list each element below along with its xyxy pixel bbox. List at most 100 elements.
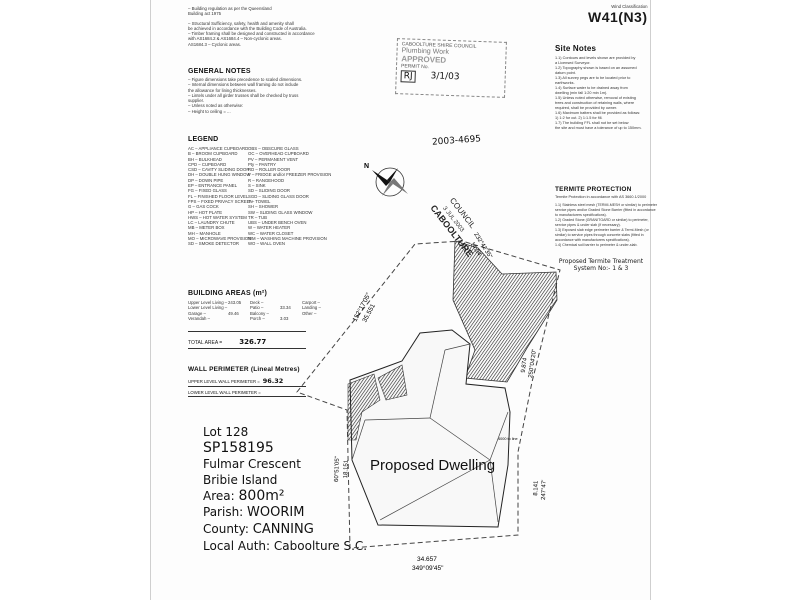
roof-ridge [444,343,471,351]
building-regulation-notes: – Building regulation as per the Queensl… [188,6,315,47]
legend-item: MH – MANHOLE [188,230,221,236]
site-note-line: dwelling (min fall 1:20 min 1m). [555,91,608,95]
area-cell: 3.03 [280,315,289,321]
termite-note-line: 1.2) Graded Stone (GRANITGARD or similar… [555,218,649,223]
total-area-value: 326.77 [239,338,267,347]
bottom-dimension-bearing: 349°09'45" [412,564,444,572]
compass-needle [390,178,408,194]
site-notes-heading: Site Notes [555,44,597,53]
note-line: – Internal dimensions between wall frami… [188,82,299,88]
porch-area [377,364,408,401]
wind-classification: Wind Classification W41(N3) [588,4,648,25]
termite-note-line: service pipes & under slab (if necessary… [555,223,621,228]
termite-heading: TERMITE PROTECTION [555,186,632,193]
dimension-bearing: 60°51'05" [334,456,341,482]
termite-treatment: Proposed Termite Treatment System No:- 1… [555,258,647,272]
parish-label: Parish: [203,505,244,519]
site-note-line: datum point. [555,71,576,75]
legend-item: HP – HOT PLATE [188,209,223,215]
dimension-length: 9.874 [521,357,529,373]
compass-north-label: N [364,163,369,170]
local-auth-label: Local Auth: [203,539,271,553]
parish-value: WOORIM [247,505,305,520]
legend-item: W – WATER HEATER [248,225,291,231]
legend-item: T – TOWEL [248,198,271,204]
roof-ridge [489,459,499,523]
legend-item: HWS – HOT WATER SYSTEM [188,214,247,220]
lower-right-dimension: 247°47' 8.141 [533,480,548,500]
roof-ridge [351,419,366,461]
compass-ring [375,167,405,197]
roof-ridge [429,349,446,419]
area-cell: Deck – [250,300,264,305]
dimension-bearing: 247°47' [541,480,548,500]
wall-perimeter: WALL PERIMETER (Lineal Metres) UPPER LEV… [188,366,308,397]
area-cell: Porch – [250,315,265,321]
site-notes: Site Notes 1.1) Contours and levels show… [555,44,647,131]
note-line: – Figure dimensions take precedence to s… [188,77,303,82]
county-label: County: [203,522,249,536]
legend-item: LC – LAUNDRY CHUTE [188,220,235,226]
legend-item: OBS – OBSCURE GLASS [248,146,299,151]
survey-plan: SP158195 [203,440,274,456]
area-value: 800m² [238,488,285,504]
roof-ridge [489,411,509,461]
legend-item: R – RANGEHOOD [248,177,285,183]
bottom-dimension-length: 34.657 [417,556,437,563]
legend-item: UBS – UNDER BENCH OVEN [248,220,307,226]
county-value: CANNING [252,522,314,537]
area-cell: Upper Level Living – [188,300,228,305]
legend-item: Pty – PANTRY [248,161,277,167]
termite-note-line: 1.4) Chemical soil barrier to perimeter … [555,243,638,248]
site-note-line: 1.6) Maximum batters shall be provided a… [555,111,641,115]
general-notes-heading: GENERAL NOTES [188,68,251,75]
area-cell: 33.34 [280,305,291,311]
legend-item: OC – OVERHEAD CUPBOARD [248,151,309,157]
termite-note-line: 1.3) Exposed slab edge perimeter barrier… [555,228,649,233]
note-line: Building act 1975 [188,11,221,17]
legend-item: EP – ENTRANCE PANEL [188,183,238,189]
note-line: – Unless noted as otherwise: [188,103,244,109]
compass-needle [382,182,393,196]
legend-item: SH – SHOWER [248,204,279,210]
dimension-bearing: 250°04'20" [528,349,538,379]
site-note-line: 1.5) Unless noted otherwise, removal of … [555,96,636,100]
upper-perimeter-label: UPPER LEVEL WALL PERIMETER = [188,379,260,384]
street-name: Fulmar Crescent [203,457,301,471]
area-cell: Balcony – [250,310,269,316]
dimension-length: 18.151 [343,459,350,478]
note-line: with AS1684.2 & AS1684.4 – Non-cyclonic … [188,36,282,42]
right-dimension: 250°04'20" 9.874 [521,349,538,379]
legend-item: SD – SLIDING DOOR [248,188,291,194]
dimension-length: 8.141 [533,480,540,496]
suburb-name: Bribie Island [203,473,278,487]
sheet-left-edge [150,0,151,600]
site-note-line: 1.1) Contours and levels shown are provi… [555,56,636,60]
area-cell: Lower Level Living – [188,305,228,311]
general-notes: GENERAL NOTES – Figure dimensions take p… [188,68,302,114]
legend-item: WO – WALL OVEN [248,241,285,247]
site-note-line: earthworks. [555,81,575,85]
termite-note-line: accordance with manufacturers specificat… [555,238,630,243]
area-cell: 49.46 [228,310,239,316]
site-note-line: 1.3) All survey pegs are to be located p… [555,76,631,80]
setback-note: 4000 to line [498,437,518,441]
legend-item: SGD – SLIDING GLASS DOOR [248,193,309,199]
legend-item: SD – SMOKE DETECTOR [188,241,240,247]
legend-item: G – GAS COCK [188,204,219,210]
legend-item: SW – SLIDING GLASS WINDOW [248,209,313,215]
legend-item: BH – BULKHEAD [188,156,222,162]
legend-item: S – SINK [248,183,266,189]
legend-item: F – FRIDGE and/or FREEZER PROVISION [248,172,332,178]
legend-item: DH – DOUBLE HUNG WINDOW [188,172,251,178]
area-cell: Garage – [188,310,206,316]
wind-classification-label: Wind Classification [611,4,648,9]
note-line: – Height to ceiling = ... [188,108,231,114]
